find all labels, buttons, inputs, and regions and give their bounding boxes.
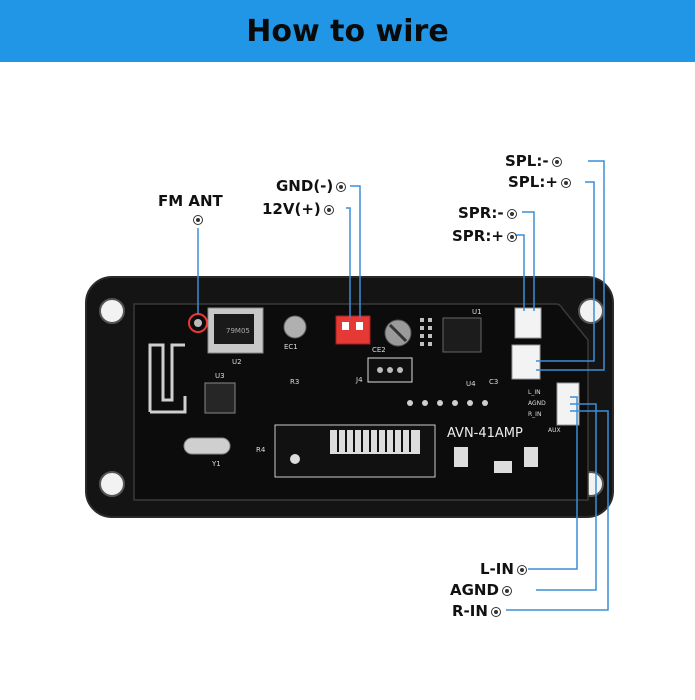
- l-in-dot: [516, 564, 527, 575]
- svg-text:U4: U4: [466, 380, 476, 388]
- spl-minus-dot: [551, 156, 562, 167]
- header-banner: How to wire: [0, 0, 695, 62]
- svg-text:U3: U3: [215, 372, 225, 380]
- header-row-u4: [407, 400, 488, 406]
- svg-text:R_IN: R_IN: [528, 411, 541, 418]
- gnd-label: GND(-): [276, 177, 349, 195]
- mount-hole: [99, 298, 125, 324]
- 12v-label: 12V(+): [262, 200, 337, 218]
- svg-text:R4: R4: [256, 446, 266, 454]
- svg-text:Y1: Y1: [211, 460, 221, 468]
- mount-hole: [578, 298, 604, 324]
- spr-minus-label: SPR:-: [458, 204, 520, 222]
- pin-header: [420, 318, 432, 346]
- mount-hole: [99, 471, 125, 497]
- svg-text:C3: C3: [489, 378, 498, 386]
- component: [524, 447, 538, 467]
- fm-ant-label: FM ANT: [158, 192, 223, 210]
- spr-minus-dot: [506, 208, 517, 219]
- 12v-dot: [323, 204, 334, 215]
- svg-text:CE2: CE2: [372, 346, 386, 354]
- speaker-r-connector: [514, 307, 542, 339]
- chip-u1: [442, 317, 482, 353]
- svg-text:J4: J4: [355, 376, 363, 384]
- antenna-trace: [148, 343, 185, 412]
- crystal-y1: [183, 437, 231, 455]
- agnd-label: AGND: [450, 581, 515, 599]
- power-connector: [335, 315, 371, 345]
- agnd-dot: [501, 585, 512, 596]
- component: [494, 461, 512, 473]
- component: [454, 447, 468, 467]
- capacitor-ec1: [283, 315, 307, 339]
- gnd-dot: [336, 181, 347, 192]
- svg-text:U1: U1: [472, 308, 482, 316]
- speaker-l-connector: [511, 344, 541, 380]
- spr-plus-dot: [506, 231, 517, 242]
- svg-text:EC1: EC1: [284, 343, 298, 351]
- svg-text:AGND: AGND: [528, 400, 546, 407]
- svg-text:L_IN: L_IN: [528, 389, 541, 396]
- chip-u3: [204, 382, 236, 414]
- svg-text:AUX: AUX: [548, 427, 561, 434]
- svg-text:U2: U2: [232, 358, 242, 366]
- spl-plus-dot: [560, 177, 571, 188]
- chip-marking: 79M05: [226, 327, 250, 335]
- page-title: How to wire: [246, 13, 449, 49]
- svg-text:R3: R3: [290, 378, 299, 386]
- r-in-dot: [490, 606, 501, 617]
- spl-plus-label: SPL:+: [508, 173, 574, 191]
- model-label: AVN-41AMP: [447, 426, 523, 441]
- r-in-label: R-IN: [452, 602, 504, 620]
- l-in-label: L-IN: [480, 560, 530, 578]
- spr-plus-label: SPR:+: [452, 227, 520, 245]
- component: [290, 454, 300, 464]
- fm-ant-dot: [190, 210, 206, 228]
- wires: [197, 160, 609, 611]
- spl-minus-label: SPL:-: [505, 152, 565, 170]
